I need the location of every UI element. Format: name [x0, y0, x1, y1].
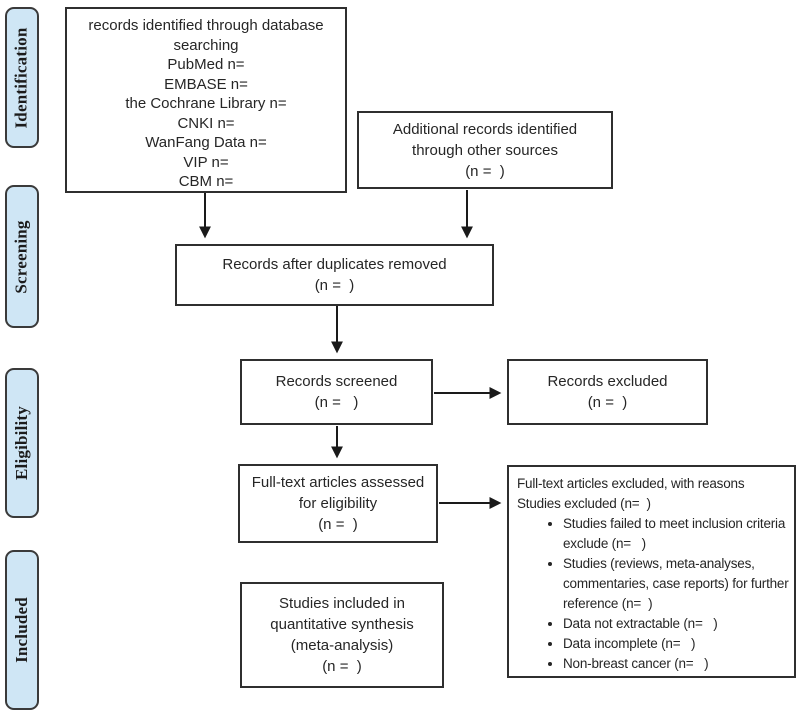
reason-item: Studies failed to meet inclusion criteri… [563, 514, 792, 554]
box-records-screened: Records screened (n = ) [240, 359, 433, 425]
text-line: (n = ) [322, 658, 362, 675]
box-duplicates-removed: Records after duplicates removed (n = ) [175, 244, 494, 306]
box-records-excluded: Records excluded (n = ) [507, 359, 708, 425]
text-line: (meta-analysis) [290, 637, 394, 654]
text-line: (n = ) [314, 394, 359, 411]
box-database-records: records identified through database searc… [65, 7, 347, 193]
text-line: (n = ) [314, 277, 355, 294]
text-line: CNKI n= [177, 114, 235, 132]
stage-eligibility: Eligibility [5, 368, 39, 518]
stage-included: Included [5, 550, 39, 710]
text-line: CBM n= [178, 173, 234, 190]
box-fulltext-assessed: Full-text articles assessed for eligibili… [238, 464, 438, 543]
text-line: PubMed n= [167, 56, 245, 73]
text-line: searching [173, 36, 239, 54]
text-line: Studies included in [279, 595, 405, 612]
stage-eligibility-label: Eligibility [12, 406, 31, 480]
reason-item: Studies (reviews, meta-analyses, comment… [563, 554, 792, 614]
text-line: through other sources [412, 141, 558, 159]
text-line: the Cochrane Library n= [125, 95, 287, 112]
text-line: (n = ) [465, 162, 505, 180]
text-line: VIP n= [183, 153, 229, 171]
text-line: Records screened [275, 373, 398, 390]
box-quantitative-synthesis: Studies included in quantitative synthesi… [240, 582, 444, 688]
text-line: WanFang Data n= [145, 134, 267, 151]
text-line: quantitative synthesis [270, 616, 414, 633]
reason-item: Data incomplete (n= ) [563, 634, 792, 654]
text-line: EMBASE n= [164, 75, 248, 93]
text-line: records identified through database [88, 17, 324, 34]
text-line: Full-text articles excluded, with reason… [517, 476, 745, 491]
text-line: Studies excluded (n= ) [517, 496, 651, 511]
text-line: Additional records identified [392, 120, 578, 138]
text-line: (n = ) [587, 394, 628, 411]
stage-identification-label: Identification [12, 26, 31, 129]
text-line: for eligibility [298, 495, 378, 512]
fulltext-excluded-intro: Full-text articles excluded, with reason… [517, 474, 792, 514]
reason-item: Data not extractable (n= ) [563, 614, 792, 634]
box-additional-records: Additional records identified through oth… [357, 111, 613, 189]
box-fulltext-excluded: Full-text articles excluded, with reason… [507, 465, 796, 678]
text-line: Records excluded [547, 373, 668, 390]
stage-included-label: Included [12, 597, 32, 663]
stage-screening: Screening [5, 185, 39, 328]
stage-screening-label: Screening [12, 219, 32, 294]
fulltext-excluded-reasons-list: Studies failed to meet inclusion criteri… [517, 514, 792, 674]
text-line: (n = ) [318, 516, 358, 533]
text-line: Records after duplicates removed [222, 256, 447, 273]
stage-identification: Identification [5, 7, 39, 148]
reason-item: Non-breast cancer (n= ) [563, 654, 792, 674]
text-line: Full-text articles assessed [251, 474, 425, 491]
